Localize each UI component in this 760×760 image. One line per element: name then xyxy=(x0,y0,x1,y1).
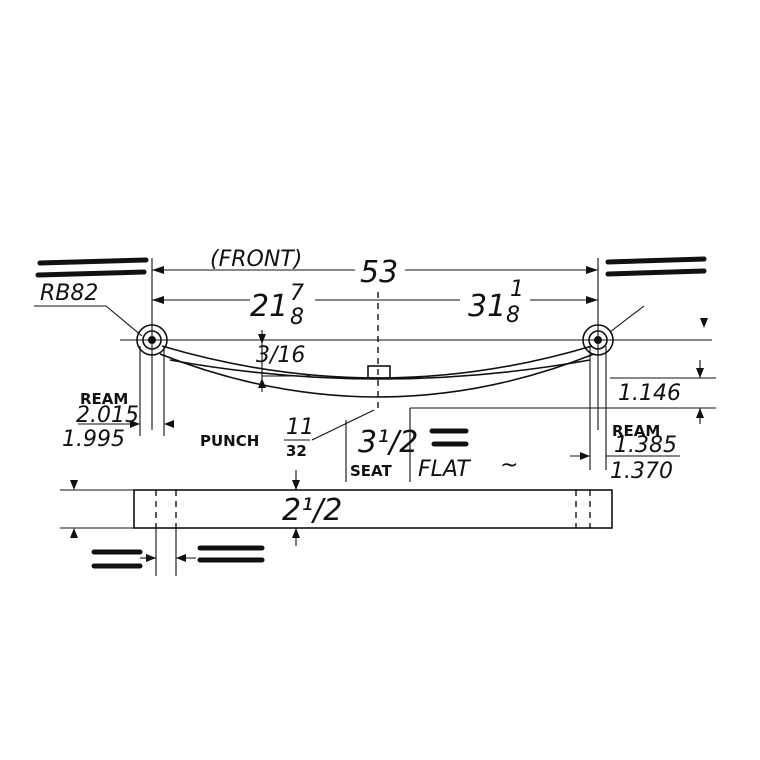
spring-leaves xyxy=(159,345,595,398)
front-length-denominator: 8 xyxy=(290,305,304,330)
rear-length-whole: 31 xyxy=(468,289,506,324)
bottom-bars xyxy=(91,545,265,569)
front-ream-max: 2.015 xyxy=(76,403,139,428)
punch-numerator: 11 xyxy=(286,415,314,440)
punch-leader xyxy=(311,409,375,441)
arch-height-value: 1.146 xyxy=(618,381,681,406)
punch-denominator: 32 xyxy=(286,442,307,460)
front-ream-min: 1.995 xyxy=(62,427,125,452)
top-right-bars xyxy=(605,256,707,277)
front-ream-label: REAM xyxy=(80,390,128,408)
rear-ream-dimension xyxy=(570,346,680,470)
top-left-bars xyxy=(35,257,149,278)
rear-ream-max: 1.385 xyxy=(614,433,677,458)
front-length-whole: 21 xyxy=(250,289,288,324)
overall-length-value: 53 xyxy=(360,255,398,290)
flat-mark: ~ xyxy=(500,453,518,478)
front-eye xyxy=(136,324,168,356)
seat-width-value: 3¹/2 xyxy=(358,425,418,460)
front-ream-dimension xyxy=(78,346,174,436)
rear-ream-min: 1.370 xyxy=(610,459,673,484)
seat-dimension xyxy=(345,408,411,482)
part-number-leader-diag xyxy=(105,305,143,337)
front-length-numerator: 7 xyxy=(290,281,304,306)
partial-length-dimension xyxy=(152,292,598,412)
seat-label: SEAT xyxy=(350,462,392,480)
leaf-width-value: 2¹/2 xyxy=(282,493,342,528)
leaf-plan-view xyxy=(60,470,613,576)
rear-length-numerator: 1 xyxy=(510,277,524,302)
part-number: RB82 xyxy=(40,281,98,306)
rear-length-denominator: 8 xyxy=(506,303,520,328)
rear-ream-label: REAM xyxy=(612,422,660,440)
overall-length-dimension xyxy=(151,258,599,430)
flat-label: FLAT xyxy=(418,457,471,482)
arch-height-dimension xyxy=(410,360,716,424)
punch-label: PUNCH xyxy=(200,432,259,450)
seat-bars xyxy=(429,428,469,447)
front-label: (FRONT) xyxy=(210,247,302,272)
rear-eye xyxy=(582,305,645,356)
thickness-value: 3/16 xyxy=(256,343,305,368)
